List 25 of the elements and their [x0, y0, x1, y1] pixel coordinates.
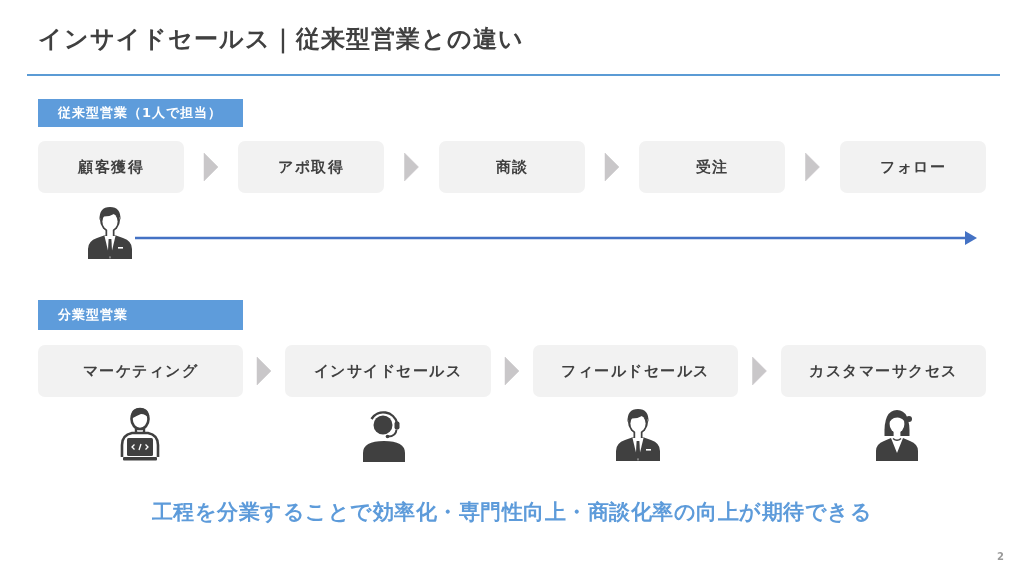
step-label: アポ取得 [278, 157, 344, 177]
slide-title: インサイドセールス｜従来型営業との違い [38, 24, 524, 56]
step-label: カスタマーサクセス [809, 361, 958, 381]
step-label: インサイドセールス [313, 361, 463, 381]
section-heading: 分業型営業 [58, 306, 128, 324]
step-label: フィールドセールス [561, 361, 710, 381]
chevron-arrow [604, 152, 620, 182]
section-band [38, 99, 243, 127]
chevron-arrow [805, 152, 820, 182]
step-label: 受注 [695, 157, 729, 177]
step-label: フォロー [880, 157, 946, 177]
arrow [135, 231, 977, 245]
section-heading: 従来型営業（1人で担当） [58, 104, 223, 122]
chevron-arrow [256, 356, 272, 386]
chevron-arrow [203, 152, 219, 182]
businessman-icon [88, 205, 132, 259]
chevron-arrow [404, 152, 419, 182]
chevron-arrow [504, 356, 520, 386]
summary-text: 工程を分業することで効率化・専門性向上・商談化率の向上が期待できる [150, 499, 874, 526]
step-label: 顧客獲得 [78, 157, 144, 177]
page-number: 2 [997, 551, 1004, 563]
chevron-arrow [752, 356, 767, 386]
step-label: 商談 [495, 157, 529, 177]
section-band [38, 300, 243, 330]
step-label: マーケティング [82, 361, 199, 381]
